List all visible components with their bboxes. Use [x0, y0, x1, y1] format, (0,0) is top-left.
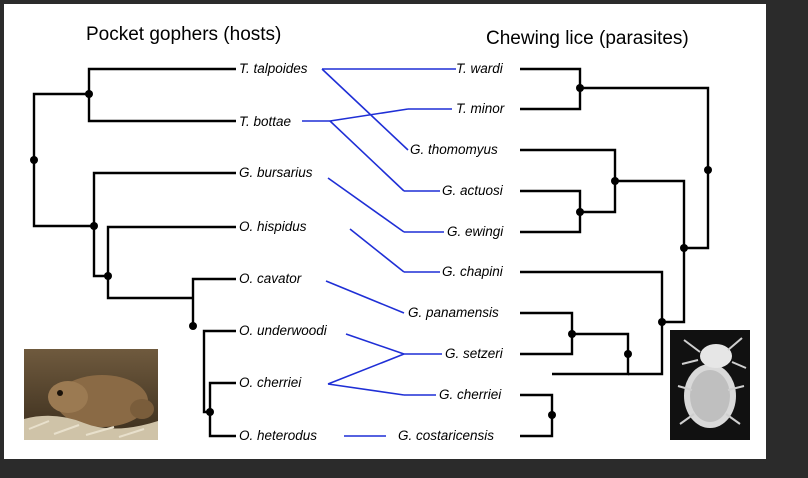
host-label-o-underwoodi: O. underwoodi: [239, 323, 327, 338]
host-node-orthogeomys: [104, 272, 112, 280]
host-branch-orthogeomys: [106, 225, 236, 300]
host-branch-thomomys: [87, 67, 236, 123]
host-label-g-bursarius: G. bursarius: [239, 165, 313, 180]
parasite-label-g-cherriei: G. cherriei: [439, 387, 502, 402]
association-line: [325, 280, 405, 314]
association-line: [329, 120, 405, 192]
parasite-branch-cherriei-costaricensis: [520, 393, 554, 438]
gopher-photo: [24, 349, 158, 440]
parasite-branch-root: [580, 86, 710, 250]
host-label-o-cavator: O. cavator: [239, 271, 302, 286]
parasite-label-g-thomomyus: G. thomomyus: [410, 142, 498, 157]
association-line: [321, 68, 409, 151]
parasite-node-cherriei-costaricensis: [548, 411, 556, 419]
parasite-branch-thomomyus: [520, 148, 617, 214]
parasite-branch-actuosi-ewingi: [520, 189, 582, 234]
parasite-node-geomydoecus: [680, 244, 688, 252]
parasite-node-root: [704, 166, 712, 174]
parasite-branch-chapini: [520, 270, 664, 376]
host-branch-geomys: [92, 171, 236, 226]
parasite-label-g-costaricensis: G. costaricensis: [398, 428, 495, 443]
host-node-cavator-group: [189, 322, 197, 330]
parasite-branch-thomomydoecus: [520, 67, 582, 111]
host-label-o-heterodus: O. heterodus: [239, 428, 318, 443]
host-label-o-hispidus: O. hispidus: [239, 219, 307, 234]
host-branch-lower: [92, 226, 108, 278]
association-line: [329, 108, 409, 122]
host-label-o-cherriei: O. cherriei: [239, 375, 302, 390]
parasite-label-g-panamensis: G. panamensis: [408, 305, 499, 320]
host-node-cherriei-heterodus: [206, 408, 214, 416]
association-line: [327, 177, 405, 233]
host-label-t-bottae: T. bottae: [239, 114, 292, 129]
parasite-label-g-setzeri: G. setzeri: [445, 346, 503, 361]
host-branch-cherriei-heterodus: [208, 381, 236, 438]
parasite-label-g-ewingi: G. ewingi: [447, 224, 504, 239]
host-node-geomys-orthogeomys: [90, 222, 98, 230]
association-line: [327, 383, 405, 396]
hosts-heading: Pocket gophers (hosts): [86, 24, 282, 45]
association-line: [345, 333, 405, 355]
parasites-heading: Chewing lice (parasites): [486, 28, 689, 49]
parasite-branch-panamensis-setzeri: [520, 311, 574, 356]
parasite-label-t-wardi: T. wardi: [456, 61, 503, 76]
association-line: [327, 353, 405, 385]
parasite-node-chapini-group: [658, 318, 666, 326]
host-branch-cavator: [191, 277, 236, 326]
association-line: [349, 228, 405, 273]
host-label-t-talpoides: T. talpoides: [239, 61, 308, 76]
parasite-label-g-chapini: G. chapini: [442, 264, 503, 279]
louse-photo: [670, 330, 750, 440]
parasite-label-t-minor: T. minor: [456, 101, 505, 116]
parasite-label-g-actuosi: G. actuosi: [442, 183, 503, 198]
host-branch-root: [32, 92, 94, 228]
host-node-root: [30, 156, 38, 164]
parasite-node-central: [624, 350, 632, 358]
parasite-branch-geomydoecus: [615, 179, 686, 324]
